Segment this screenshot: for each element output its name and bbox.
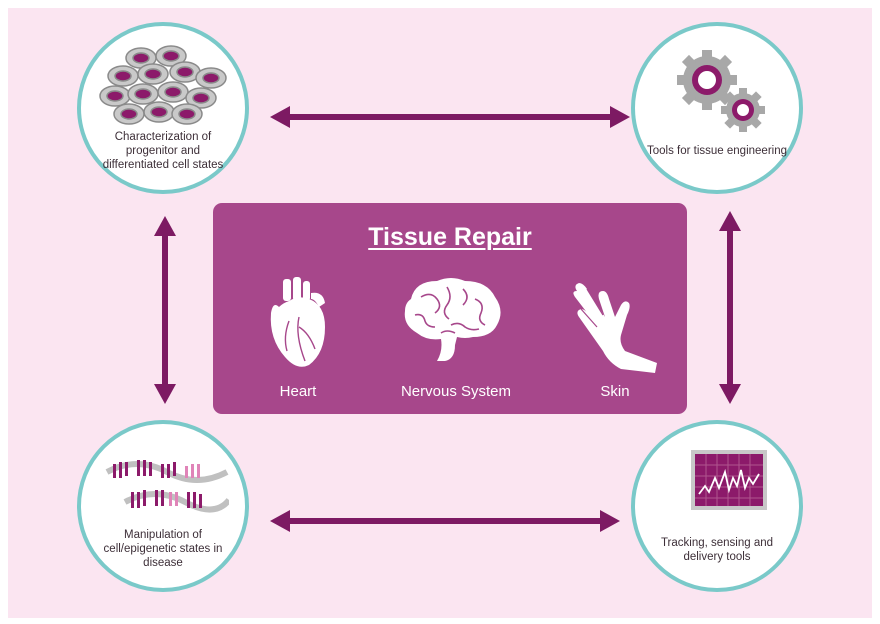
node-epigenetic-states: Manipulation of cell/epigenetic states i… [77, 420, 249, 592]
cells-icon [95, 42, 235, 126]
arrow-right [719, 211, 741, 404]
heart-icon [269, 277, 327, 373]
arrow-bottom [270, 510, 620, 532]
center-title: Tissue Repair [213, 223, 687, 252]
node-label-tissue-engineering: Tools for tissue engineering [647, 144, 787, 158]
organ-label-heart: Heart [218, 383, 378, 400]
dna-icon [105, 452, 229, 518]
node-cell-states: Characterization of progenitor and diffe… [77, 22, 249, 194]
node-tracking-tools: Tracking, sensing and delivery tools [631, 420, 803, 592]
arrow-top [270, 106, 630, 128]
tissue-repair-panel: Tissue Repair Heart [213, 203, 687, 414]
monitor-graph-icon [689, 448, 769, 514]
node-label-tracking-tools: Tracking, sensing and delivery tools [647, 536, 787, 564]
node-tissue-engineering: Tools for tissue engineering [631, 22, 803, 194]
hand-icon [569, 277, 661, 373]
node-label-epigenetic-states: Manipulation of cell/epigenetic states i… [93, 528, 233, 570]
arrow-left [154, 216, 176, 404]
organ-label-nervous-system: Nervous System [376, 383, 536, 400]
organ-label-skin: Skin [535, 383, 695, 400]
brain-icon [401, 277, 503, 363]
gears-icon [671, 48, 771, 138]
node-label-cell-states: Characterization of progenitor and diffe… [93, 130, 233, 172]
